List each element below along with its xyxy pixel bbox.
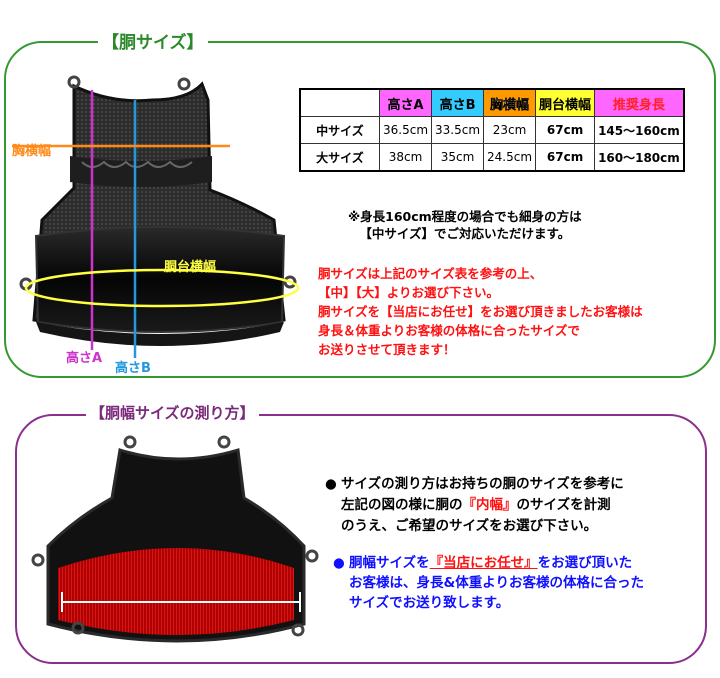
size-table-corner bbox=[299, 88, 380, 117]
inner-width-highlight: 『内幅』 bbox=[462, 497, 517, 513]
size-table-header-row: 高さA 高さB 胸横幅 胴台横幅 推奨身長 bbox=[299, 88, 685, 117]
cell-recommended-height: 160〜180cm bbox=[594, 143, 685, 172]
label-height-a: 高さA bbox=[66, 351, 103, 366]
table-row: 中サイズ 36.5cm 33.5cm 23cm 67cm 145〜160cm bbox=[299, 116, 685, 144]
dodai-line bbox=[24, 268, 300, 308]
note-line: ※身長160cm程度の場合でも細身の方は bbox=[348, 209, 582, 224]
measure-instructions: ●サイズの測り方はお持ちの胴のサイズを参考に 左記の図の様に胴の『内幅』のサイズ… bbox=[325, 474, 624, 537]
header-height-a: 高さA bbox=[378, 88, 433, 117]
table-row: 大サイズ 38cm 35cm 24.5cm 67cm 160〜180cm bbox=[299, 143, 685, 172]
measure-line: のうえ、ご希望のサイズをお選び下さい。 bbox=[341, 518, 598, 534]
bullet-icon: ● bbox=[325, 476, 337, 492]
row-label-medium: 中サイズ bbox=[299, 116, 380, 144]
cell-height-b: 33.5cm bbox=[431, 116, 485, 144]
label-muneyoko: 胸横幅 bbox=[12, 144, 52, 159]
note-line: 【中サイズ】でご対応いただけます。 bbox=[359, 226, 571, 241]
note-line: 【中】【大】よりお選び下さい。 bbox=[318, 285, 500, 300]
measure-section-frame bbox=[15, 414, 707, 664]
measure-line: サイズの測り方はお持ちの胴のサイズを参考に bbox=[341, 476, 624, 492]
header-muneyoko: 胸横幅 bbox=[483, 88, 537, 117]
header-recommended-height: 推奨身長 bbox=[594, 88, 685, 117]
cell-muneyoko: 23cm bbox=[483, 116, 537, 144]
measure-line: 左記の図の様に胴の bbox=[341, 497, 463, 513]
size-section-frame bbox=[4, 41, 716, 378]
cell-height-a: 38cm bbox=[378, 143, 433, 172]
cell-dodai: 67cm bbox=[535, 116, 596, 144]
choice-line: お客様は、身長&体重よりお客様の体格に合った bbox=[349, 575, 645, 591]
store-choice-instructions: ●胴幅サイズを『当店にお任せ』をお選び頂いた お客様は、身長&体重よりお客様の体… bbox=[333, 553, 644, 613]
cell-dodai: 67cm bbox=[535, 143, 596, 172]
note-line: 胴サイズは上記のサイズ表を参考の上、 bbox=[318, 266, 543, 281]
choice-line: をお選び頂いた bbox=[537, 555, 633, 571]
slim-body-note: ※身長160cm程度の場合でも細身の方は 【中サイズ】でご対応いただけます。 bbox=[348, 208, 582, 242]
cell-height-a: 36.5cm bbox=[378, 116, 433, 144]
cell-muneyoko: 24.5cm bbox=[483, 143, 537, 172]
size-selection-note: 胴サイズは上記のサイズ表を参考の上、 【中】【大】よりお選び下さい。 胴サイズを… bbox=[318, 264, 643, 359]
header-height-b: 高さB bbox=[431, 88, 485, 117]
size-table: 高さA 高さB 胸横幅 胴台横幅 推奨身長 中サイズ 36.5cm 33.5cm… bbox=[299, 88, 685, 172]
store-choice-highlight: 『当店にお任せ』 bbox=[429, 555, 538, 571]
size-section-title: 【胴サイズ】 bbox=[98, 28, 208, 53]
choice-line: サイズでお送り致します。 bbox=[349, 595, 510, 611]
measure-section-title: 【胴幅サイズの測り方】 bbox=[86, 402, 259, 423]
header-dodai: 胴台横幅 bbox=[535, 88, 596, 117]
bullet-icon: ● bbox=[333, 555, 345, 571]
choice-line: 胴幅サイズを bbox=[349, 555, 430, 571]
label-dodai: 胴台横幅 bbox=[164, 260, 217, 275]
note-line: 胴サイズを【当店にお任せ】をお選び頂きましたお客様は bbox=[318, 304, 643, 319]
measure-line: のサイズを計測 bbox=[516, 497, 611, 513]
cell-height-b: 35cm bbox=[431, 143, 485, 172]
note-line: 身長＆体重よりお客様の体格に合ったサイズで bbox=[318, 323, 580, 338]
do-armor-front-image bbox=[12, 75, 300, 358]
row-label-large: 大サイズ bbox=[299, 143, 380, 172]
cell-recommended-height: 145〜160cm bbox=[594, 116, 685, 144]
note-line: お送りさせて頂きます！ bbox=[318, 342, 456, 357]
label-height-b: 高さB bbox=[115, 361, 151, 376]
do-armor-inside-image bbox=[31, 435, 319, 643]
